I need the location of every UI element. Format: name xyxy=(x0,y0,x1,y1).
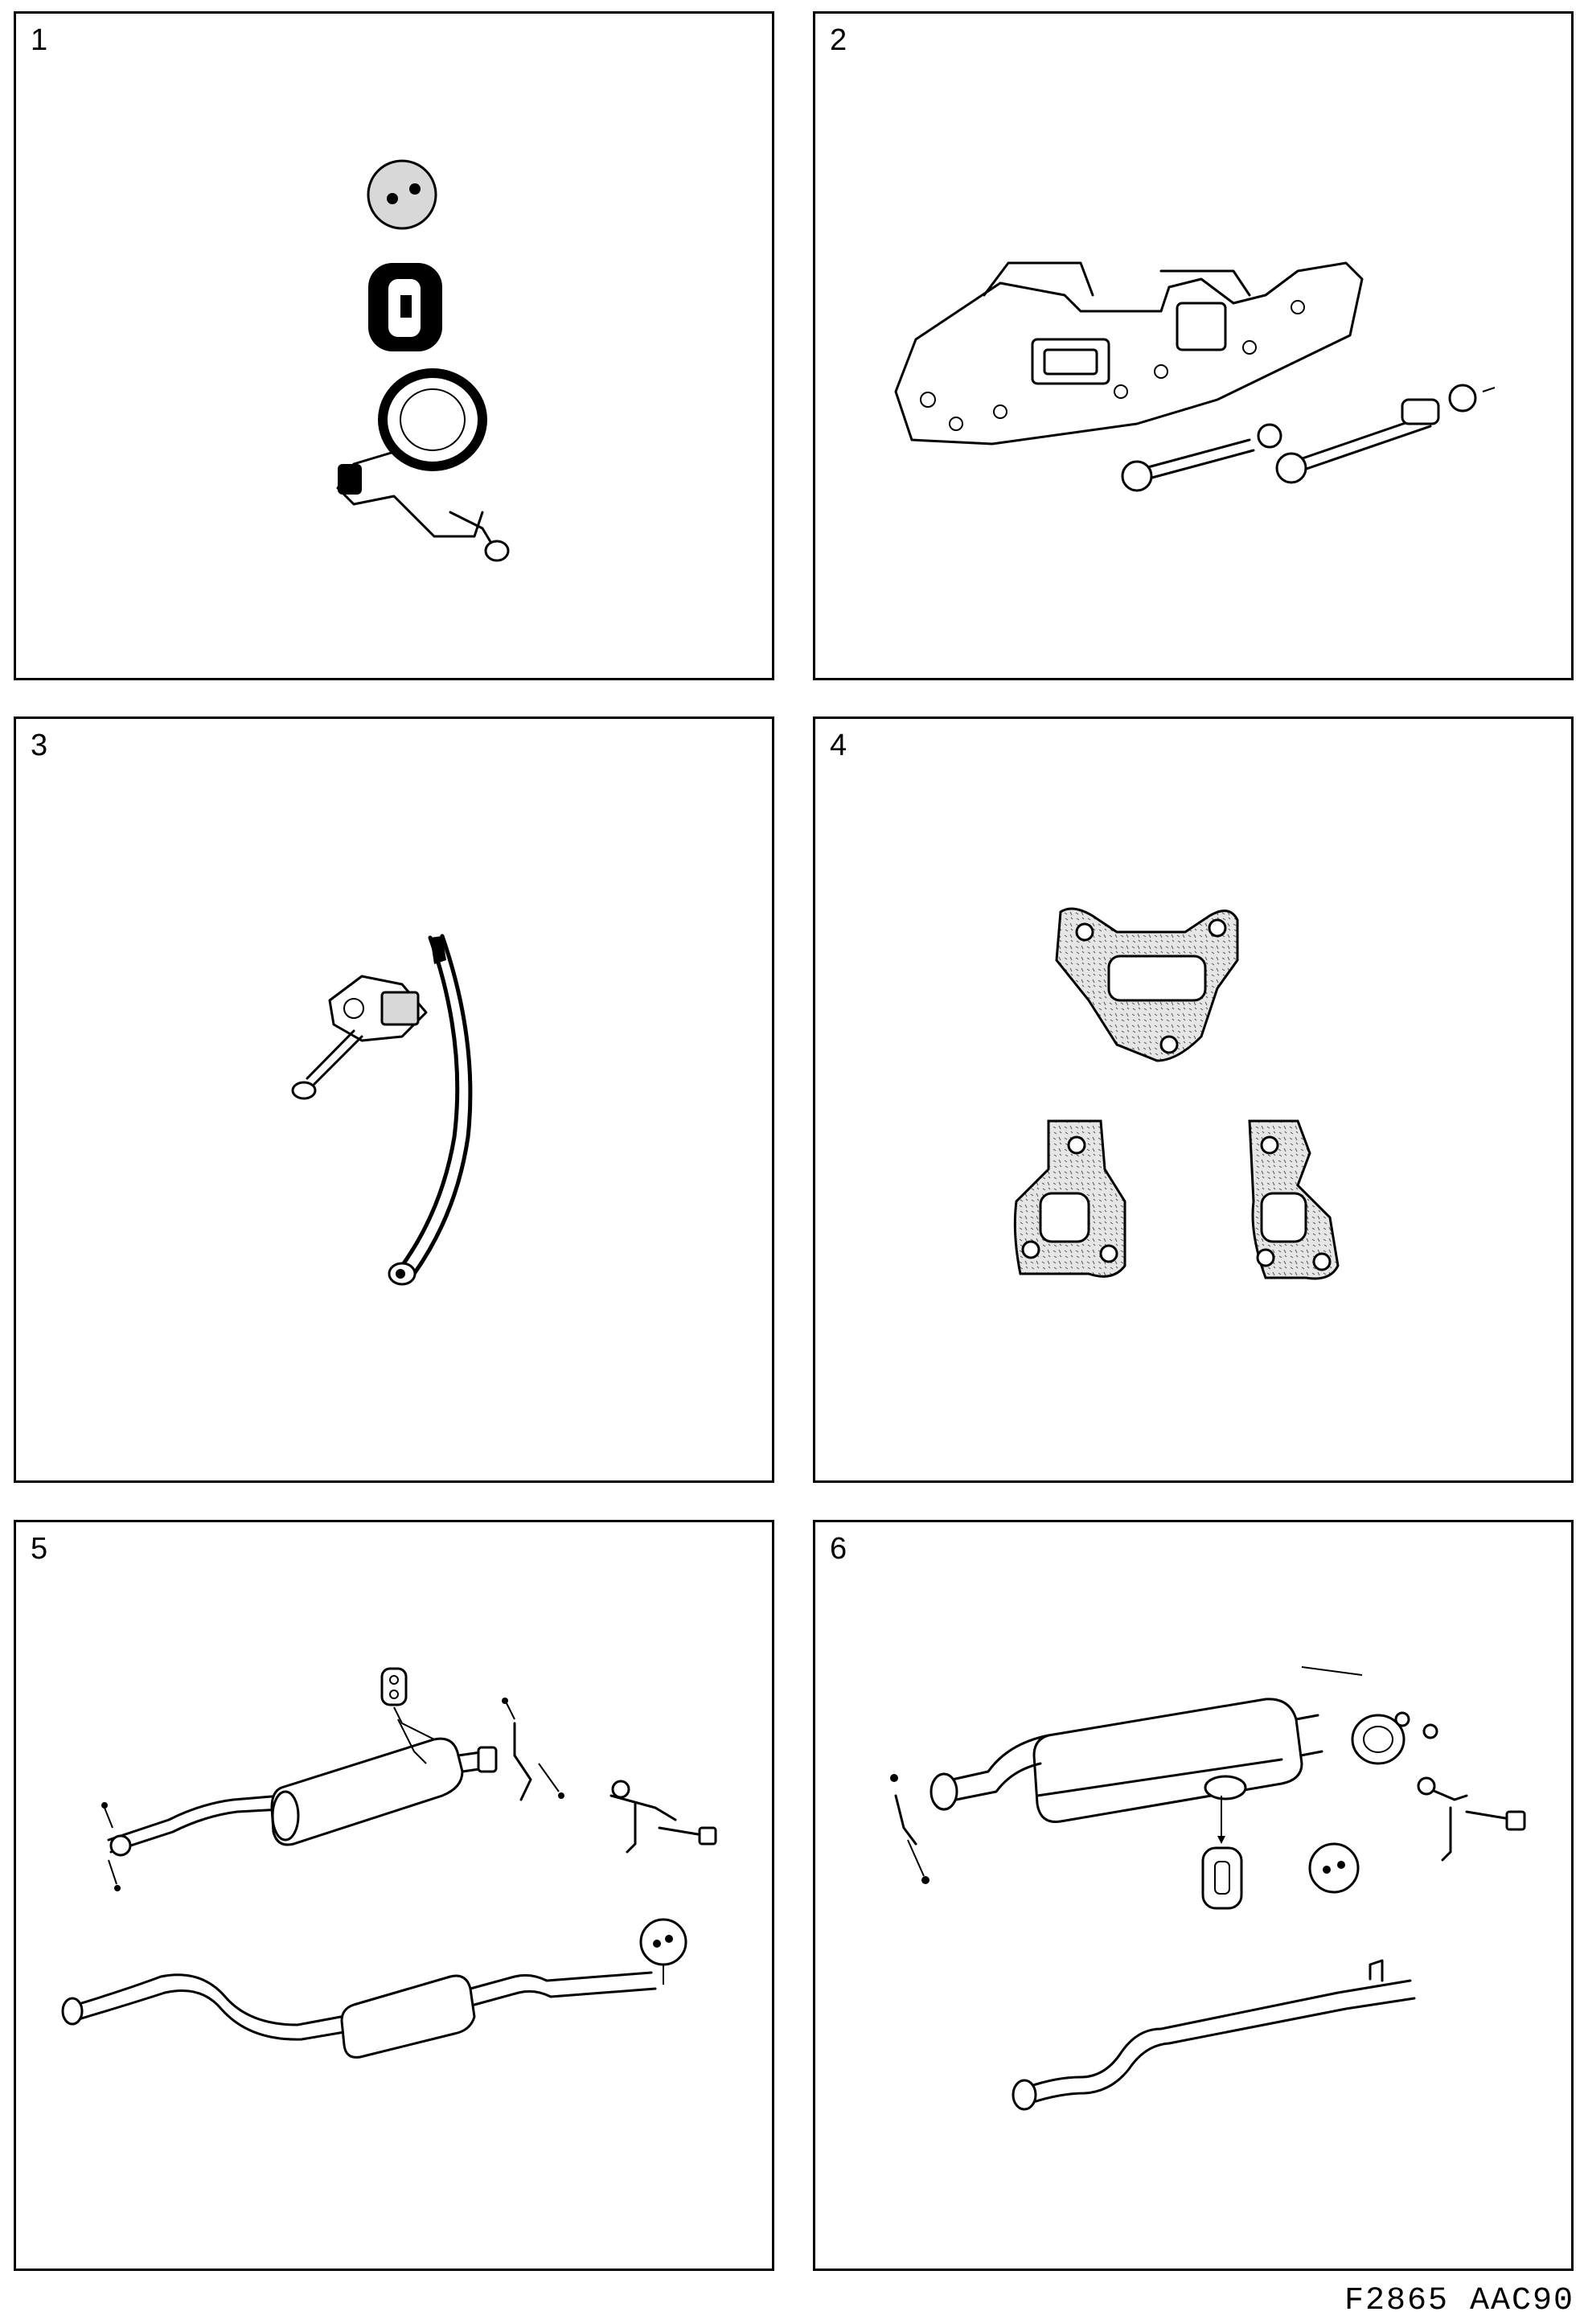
exhaust-system-silencer-icon xyxy=(61,1667,717,2059)
panel-number: 3 xyxy=(31,729,48,762)
panel-number: 2 xyxy=(830,23,847,57)
panel-3: 3 xyxy=(14,716,774,1483)
chain-tensioner-guide-icon xyxy=(291,934,473,1286)
panel-1: 1 xyxy=(14,11,774,680)
exhaust-hanger-and-clamp-icon xyxy=(336,159,510,562)
exhaust-manifold-studs-icon xyxy=(894,261,1496,492)
manifold-gaskets-icon xyxy=(1013,907,1340,1280)
panel-number: 1 xyxy=(31,23,48,57)
panel-5: 5 xyxy=(14,1520,774,2271)
panel-6: 6 xyxy=(813,1520,1574,2271)
panel-4: 4 xyxy=(813,716,1574,1483)
panel-number: 5 xyxy=(31,1532,48,1566)
panel-number: 6 xyxy=(830,1532,847,1566)
panel-2: 2 xyxy=(813,11,1574,680)
figure-code: F2865 AAC90 xyxy=(1344,2283,1574,2319)
panel-number: 4 xyxy=(830,729,847,762)
rear-silencer-assembly-icon xyxy=(890,1666,1526,2111)
